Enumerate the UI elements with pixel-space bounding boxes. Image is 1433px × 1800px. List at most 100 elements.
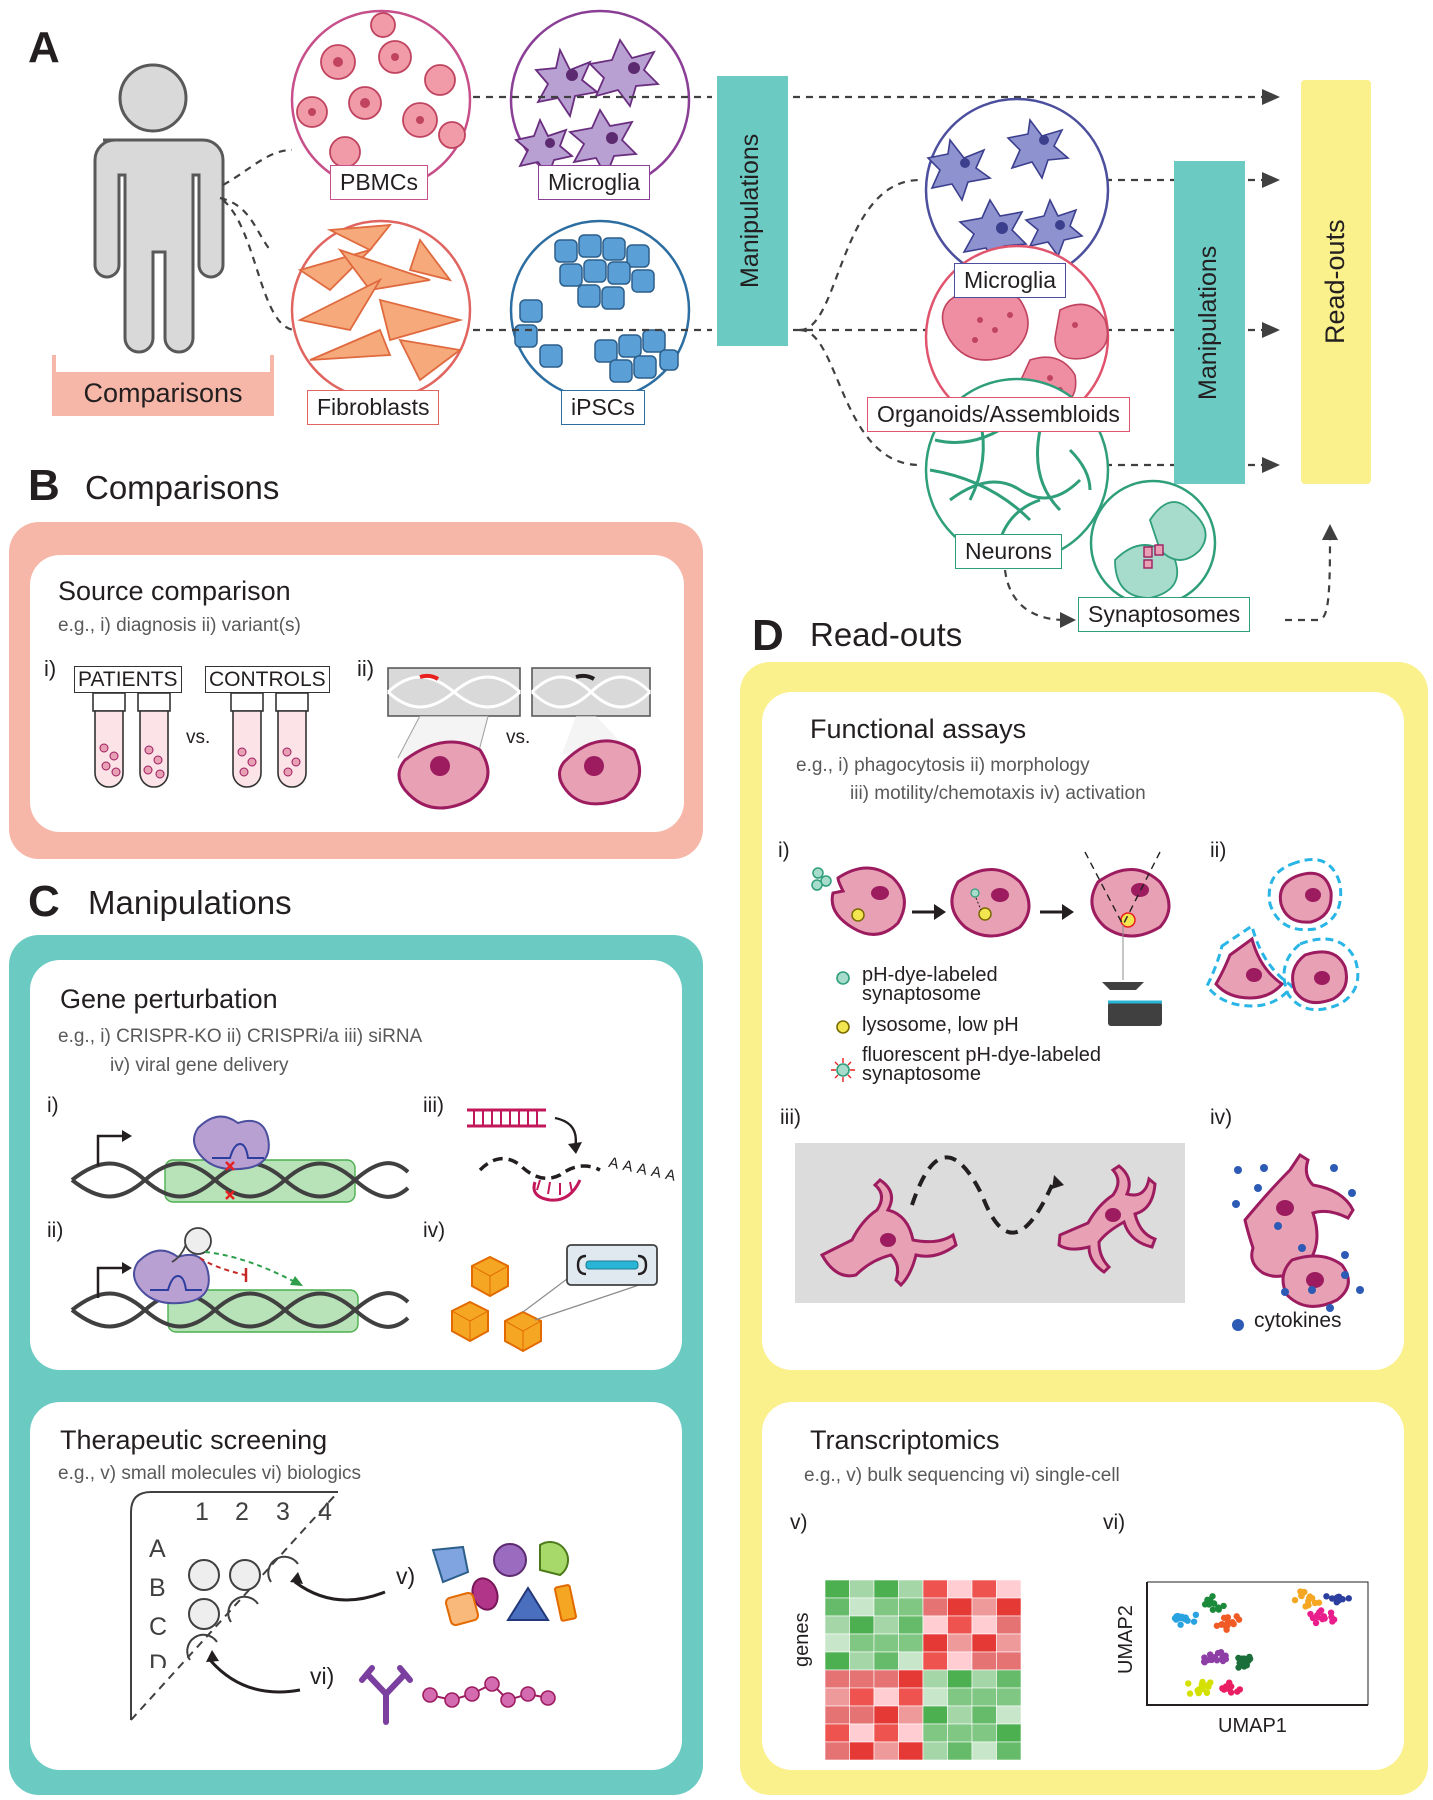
single-cell-vi-label: vi)	[1103, 1511, 1126, 1534]
umap-point	[1321, 1615, 1328, 1622]
neurons-label: Neurons	[955, 534, 1062, 569]
heatmap-cell	[873, 1579, 899, 1599]
heatmap-cell	[947, 1705, 973, 1725]
microglia-circle-2	[924, 97, 1110, 283]
umap-point	[1173, 1613, 1180, 1620]
umap-point	[1246, 1653, 1253, 1661]
umap-point	[1190, 1618, 1198, 1625]
heatmap-cell	[971, 1669, 997, 1689]
microglia-label-1: Microglia	[538, 165, 651, 200]
person-icon	[93, 63, 225, 354]
panel-d-letter: D	[752, 611, 784, 660]
heatmap-cell	[922, 1579, 948, 1599]
umap-point	[1203, 1689, 1211, 1696]
controls-label: CONTROLS	[205, 666, 330, 693]
panel-c-title: Manipulations	[88, 884, 292, 921]
heatmap-cell	[971, 1615, 997, 1635]
umap-point	[1214, 1649, 1222, 1657]
umap-point	[1226, 1679, 1233, 1686]
vs-label-1: vs.	[186, 727, 211, 748]
patients-label: PATIENTS	[74, 666, 182, 693]
heatmap-cell	[849, 1741, 875, 1761]
umap-plot	[1146, 1581, 1369, 1706]
heatmap-cell	[873, 1723, 899, 1743]
gene-i-label: i)	[47, 1094, 59, 1117]
heatmap-cell	[947, 1597, 973, 1617]
heatmap-cell	[824, 1741, 850, 1761]
umap-point	[1327, 1609, 1335, 1616]
cytokine-legend-marker	[1232, 1319, 1244, 1331]
source-i-label: i)	[44, 656, 57, 681]
umap-point	[1235, 1616, 1243, 1623]
heatmap-cell	[996, 1669, 1022, 1689]
therapeutic-screening-subtitle: e.g., v) small molecules vi) biologics	[58, 1463, 362, 1484]
heatmap-cell	[996, 1633, 1022, 1653]
heatmap-cell	[849, 1597, 875, 1617]
viral-delivery-icon	[451, 1244, 658, 1353]
motility-iii-label: iii)	[780, 1106, 801, 1129]
heatmap-cell	[996, 1687, 1022, 1707]
umap-point	[1194, 1687, 1201, 1694]
umap-point	[1224, 1614, 1232, 1621]
heatmap-cell	[996, 1579, 1022, 1599]
heatmap-cell	[849, 1705, 875, 1725]
heatmap-cell	[849, 1633, 875, 1653]
heatmap-cell	[849, 1669, 875, 1689]
heatmap-cell	[873, 1687, 899, 1707]
heatmap-cell	[873, 1669, 899, 1689]
umap-point	[1227, 1689, 1235, 1696]
phagocytosis-i-label: i)	[778, 839, 790, 862]
heatmap-cell	[898, 1651, 924, 1671]
heatmap-cell	[996, 1705, 1022, 1725]
heatmap-cell	[898, 1705, 924, 1725]
heatmap-cell	[947, 1633, 973, 1653]
well-col-2: 2	[235, 1498, 249, 1526]
umap-point	[1205, 1683, 1212, 1690]
heatmap-cell	[971, 1633, 997, 1653]
small-molecules-icon	[431, 1540, 577, 1627]
gene-perturbation-subtitle-1: e.g., i) CRISPR-KO ii) CRISPRi/a iii) si…	[58, 1026, 423, 1047]
heatmap-cell	[873, 1615, 899, 1635]
gene-ii-label: ii)	[47, 1219, 64, 1242]
pbmcs-label: PBMCs	[330, 165, 428, 200]
ipscs-label: iPSCs	[561, 390, 645, 425]
heatmap-cell	[849, 1723, 875, 1743]
dna-variant-icon-1	[386, 667, 522, 810]
synaptosomes-label: Synaptosomes	[1078, 597, 1251, 632]
umap-point	[1222, 1622, 1229, 1630]
source-ii-label: ii)	[357, 656, 375, 681]
heatmap-cell	[922, 1723, 948, 1743]
umap-point	[1182, 1614, 1189, 1621]
heatmap-cell	[947, 1651, 973, 1671]
crispr-ko-icon	[70, 1115, 410, 1203]
well-col-3: 3	[276, 1498, 290, 1526]
umap-point	[1323, 1593, 1330, 1600]
peptide-chain-icon	[422, 1676, 556, 1708]
heatmap-cell	[873, 1705, 899, 1725]
gene-iv-label: iv)	[423, 1219, 446, 1242]
heatmap-cell	[996, 1615, 1022, 1635]
heatmap-cell	[898, 1687, 924, 1707]
umap-point	[1291, 1596, 1299, 1604]
umap-point	[1213, 1622, 1221, 1629]
activation-iv-label: iv)	[1210, 1106, 1233, 1129]
transcriptomics-subtitle: e.g., v) bulk sequencing vi) single-cell	[804, 1465, 1120, 1486]
heatmap-cell	[873, 1597, 899, 1617]
heatmap-cell	[947, 1615, 973, 1635]
source-comparison-subtitle: e.g., i) diagnosis ii) variant(s)	[58, 615, 301, 636]
umap-point	[1311, 1599, 1319, 1607]
umap-point	[1236, 1659, 1243, 1667]
heatmap-cell	[849, 1615, 875, 1635]
manipulations-bar-1	[717, 76, 788, 346]
heatmap-cell	[996, 1723, 1022, 1743]
umap-point	[1209, 1606, 1217, 1613]
panel-a-letter: A	[28, 23, 60, 72]
heatmap-cell	[898, 1723, 924, 1743]
umap-point	[1186, 1690, 1194, 1697]
umap-point	[1333, 1595, 1340, 1602]
manipulations-bar-2	[1174, 161, 1245, 484]
source-comparison-title: Source comparison	[58, 576, 291, 606]
